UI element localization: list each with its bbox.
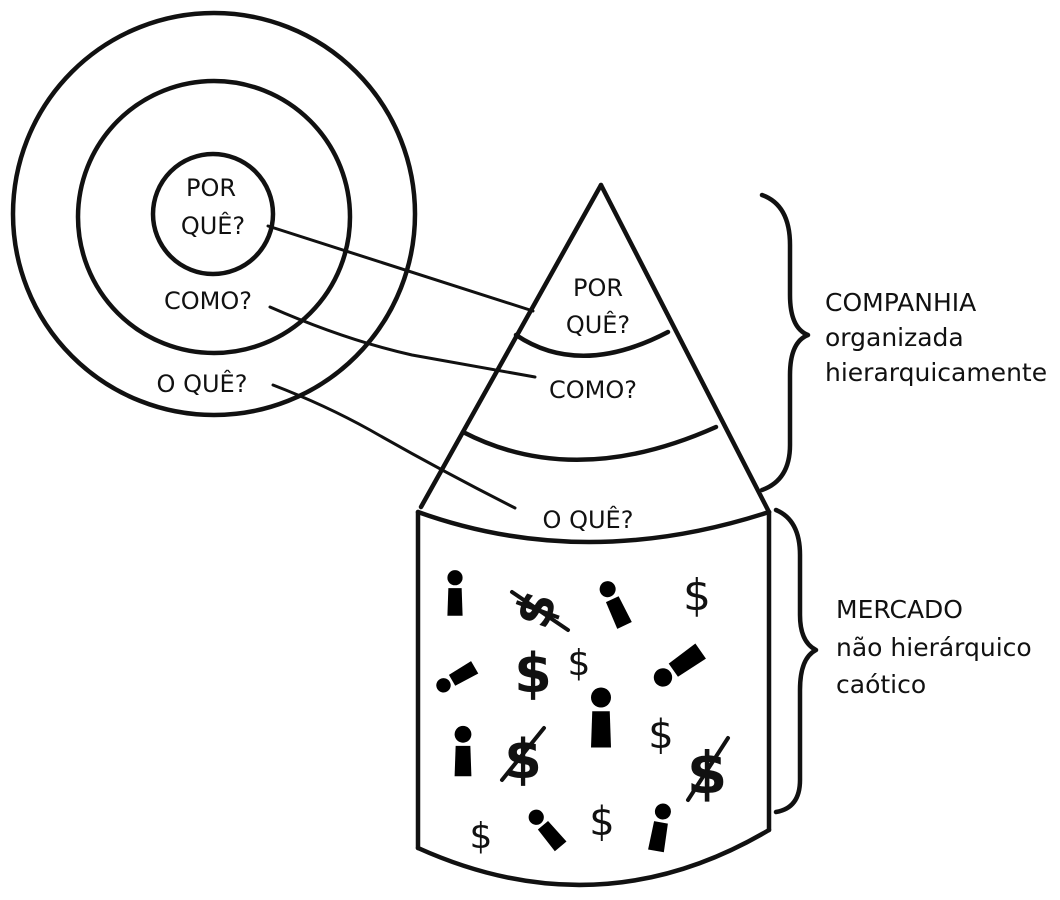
company-note-line-2: organizada	[825, 323, 964, 352]
struck-dollar-icon: $	[500, 726, 546, 791]
dollar-signs: $ $ $ $ $ $ $ $ $	[470, 570, 730, 857]
circle-what-label: O QUÊ?	[157, 369, 248, 398]
connector-how	[268, 305, 537, 379]
struck-dollar-icon: $	[503, 583, 570, 636]
person-icon	[450, 725, 476, 808]
dollar-sign-icon: $	[568, 643, 591, 684]
cone-how-label: COMO?	[549, 376, 637, 404]
person-icon	[522, 804, 588, 876]
cone-right-edge	[598, 182, 772, 515]
person-icon	[593, 576, 649, 658]
dollar-sign-icon: $	[589, 799, 614, 845]
company-note: COMPANHIA organizada hierarquicamente	[825, 288, 1047, 387]
market-note-line-2: não hierárquico	[836, 633, 1032, 662]
outer-circle	[10, 10, 418, 418]
inner-circle	[150, 151, 276, 277]
cylinder-bottom-curve	[415, 827, 772, 888]
dollar-sign-icon: $	[514, 642, 552, 705]
struck-dollar-icon: $	[686, 736, 730, 807]
connector-why	[266, 224, 535, 313]
company-note-line-1: COMPANHIA	[825, 288, 976, 317]
golden-circle: POR QUÊ? COMO? O QUÊ?	[10, 10, 418, 418]
cone-why-line-1: POR	[573, 274, 623, 302]
market-cylinder	[415, 509, 772, 888]
dollar-sign-icon: $	[683, 570, 711, 621]
circle-why-line-1: POR	[186, 174, 236, 202]
circle-how-label: COMO?	[164, 287, 252, 315]
hierarchy-cone: POR QUÊ? COMO? O QUÊ?	[415, 182, 772, 545]
connector-what	[271, 383, 517, 510]
company-brace	[759, 192, 811, 493]
market-brace	[773, 507, 819, 815]
market-note-line-1: MERCADO	[836, 595, 963, 624]
cone-divider-2	[460, 424, 719, 463]
cone-what-label: O QUÊ?	[543, 505, 634, 534]
middle-circle	[75, 78, 353, 356]
cone-left-edge	[418, 182, 604, 510]
dollar-sign-icon: $	[470, 816, 493, 857]
dollar-sign-icon: $	[648, 712, 673, 758]
connector-lines	[266, 224, 537, 510]
person-icon	[586, 687, 616, 785]
cone-why-line-2: QUÊ?	[566, 310, 630, 339]
person-icon	[431, 644, 504, 699]
cone-base-curve	[415, 509, 772, 545]
company-note-line-3: hierarquicamente	[825, 358, 1047, 387]
market-note: MERCADO não hierárquico caótico	[836, 595, 1032, 699]
cone-divider-1	[513, 329, 671, 358]
person-icon	[443, 570, 467, 645]
circle-why-line-2: QUÊ?	[181, 211, 245, 240]
market-note-line-3: caótico	[836, 670, 926, 699]
person-icon	[647, 619, 737, 695]
